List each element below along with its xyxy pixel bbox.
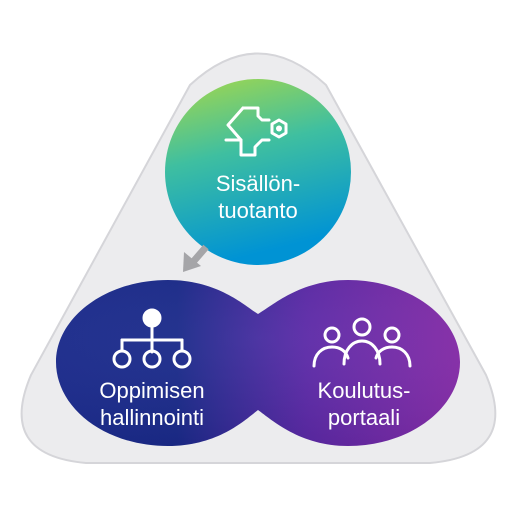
people-group-icon <box>312 317 412 368</box>
learning-management-line1: Oppimisen <box>99 378 205 403</box>
wrench-gear-icon <box>224 106 288 157</box>
content-production-line1: Sisällön- <box>215 171 301 196</box>
node-training-portal: Koulutus- portaali <box>284 377 444 431</box>
node-learning-management: Oppimisen hallinnointi <box>72 377 232 431</box>
org-hierarchy-icon <box>112 308 192 369</box>
arrow-down-left-icon <box>183 244 209 272</box>
training-portal-line2: portaali <box>327 405 401 430</box>
node-content-production: Sisällön- tuotanto <box>178 170 338 224</box>
content-production-line2: tuotanto <box>218 198 298 223</box>
learning-management-line2: hallinnointi <box>100 405 204 430</box>
top-circle <box>165 79 351 265</box>
training-portal-line1: Koulutus- <box>317 378 411 403</box>
